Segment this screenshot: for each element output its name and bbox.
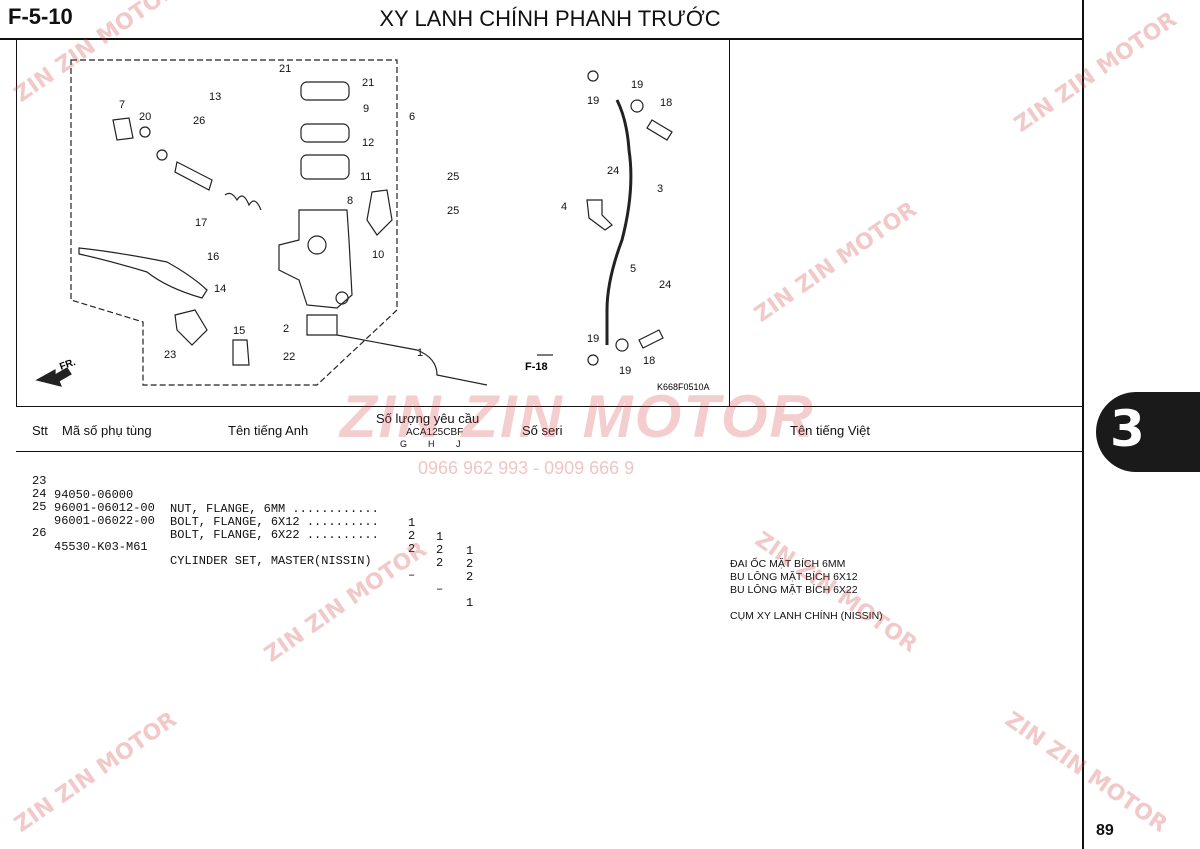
svg-text:19: 19 bbox=[619, 365, 631, 377]
page-title: XY LANH CHÍNH PHANH TRƯỚC bbox=[379, 6, 721, 31]
cylinder-body bbox=[278, 209, 353, 309]
svg-text:22: 22 bbox=[283, 351, 295, 363]
table-row: 25 96001-06022-00 BOLT, FLANGE, 6X22 ...… bbox=[32, 500, 858, 596]
watermark-brand-center: ZIN ZIN MOTOR bbox=[340, 383, 815, 450]
svg-text:16: 16 bbox=[207, 251, 219, 263]
diaphragm-plate bbox=[300, 123, 350, 143]
col-serial: Số seri bbox=[522, 423, 563, 438]
svg-text:26: 26 bbox=[193, 115, 205, 127]
svg-text:10: 10 bbox=[372, 249, 384, 261]
svg-text:1: 1 bbox=[417, 347, 423, 359]
svg-text:24: 24 bbox=[659, 279, 671, 291]
col-qty: Số lượng yêu cầu bbox=[376, 411, 480, 426]
assembly-outline bbox=[70, 59, 398, 386]
svg-text:18: 18 bbox=[643, 355, 655, 367]
col-vi-name: Tên tiếng Việt bbox=[790, 423, 870, 438]
svg-text:12: 12 bbox=[362, 137, 374, 149]
svg-text:20: 20 bbox=[139, 111, 151, 123]
col-variant-g: G bbox=[400, 439, 408, 449]
svg-text:15: 15 bbox=[233, 325, 245, 337]
svg-text:24: 24 bbox=[607, 165, 619, 177]
col-variant-j: J bbox=[456, 439, 461, 449]
svg-text:13: 13 bbox=[209, 91, 221, 103]
svg-text:21: 21 bbox=[279, 63, 291, 75]
svg-text:19: 19 bbox=[587, 95, 599, 107]
chapter-number: 3 bbox=[1110, 400, 1145, 458]
col-model: ACA125CBF bbox=[406, 427, 464, 438]
watermark-phone: 0966 962 993 - 0909 666 9 bbox=[418, 458, 635, 478]
ref-label: F-18 bbox=[525, 361, 548, 373]
spring-15 bbox=[232, 339, 250, 366]
page-number: 89 bbox=[1096, 822, 1114, 839]
svg-text:8: 8 bbox=[347, 195, 353, 207]
svg-text:9: 9 bbox=[363, 103, 369, 115]
svg-text:7: 7 bbox=[119, 99, 125, 111]
col-en-name: Tên tiếng Anh bbox=[228, 423, 309, 438]
section-code: F-5-10 bbox=[8, 4, 73, 29]
fr-label: FR. bbox=[58, 357, 77, 373]
svg-text:23: 23 bbox=[164, 349, 176, 361]
table-header: Stt Mã số phụ tùng Tên tiếng Anh Số lượn… bbox=[16, 406, 1084, 452]
svg-text:5: 5 bbox=[630, 263, 636, 275]
svg-text:19: 19 bbox=[631, 79, 643, 91]
table-row: 24 96001-06012-00 BOLT, FLANGE, 6X12 ...… bbox=[32, 487, 858, 583]
svg-text:11: 11 bbox=[360, 171, 371, 183]
svg-text:19: 19 bbox=[587, 333, 599, 345]
svg-text:21: 21 bbox=[362, 77, 374, 89]
svg-text:3: 3 bbox=[657, 183, 663, 195]
brake-hose bbox=[605, 99, 633, 345]
chapter-tab: 3 bbox=[1096, 392, 1200, 472]
reservoir-cap bbox=[300, 81, 350, 101]
col-part-no: Mã số phụ tùng bbox=[62, 423, 152, 438]
brake-lever bbox=[78, 247, 208, 299]
table-row: 23 94050-06000 NUT, FLANGE, 6MM ........… bbox=[32, 474, 846, 570]
page-frame bbox=[1082, 0, 1084, 849]
col-variant-h: H bbox=[428, 439, 435, 449]
svg-text:25: 25 bbox=[447, 205, 459, 217]
switch bbox=[306, 314, 338, 336]
lever-bracket bbox=[174, 309, 208, 346]
holder bbox=[366, 189, 393, 236]
svg-text:25: 25 bbox=[447, 171, 459, 183]
svg-text:4: 4 bbox=[561, 201, 567, 213]
page-header: F-5-10 XY LANH CHÍNH PHANH TRƯỚC bbox=[0, 0, 1084, 40]
switch-wire bbox=[336, 334, 488, 386]
diaphragm bbox=[300, 154, 350, 180]
svg-text:14: 14 bbox=[214, 283, 226, 295]
table-row: 26 45530-K03-M61 CYLINDER SET, MASTER(NI… bbox=[32, 526, 883, 622]
svg-text:17: 17 bbox=[195, 217, 207, 229]
diagram-code: K668F0510A bbox=[657, 382, 710, 392]
svg-text:18: 18 bbox=[660, 97, 672, 109]
col-stt: Stt bbox=[32, 423, 48, 438]
svg-text:2: 2 bbox=[283, 323, 289, 335]
svg-text:6: 6 bbox=[409, 111, 415, 123]
